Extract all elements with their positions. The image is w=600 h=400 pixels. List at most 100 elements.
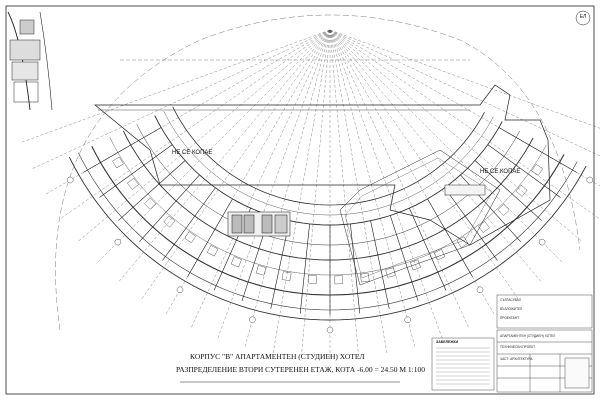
title-block (496, 329, 593, 393)
room (456, 236, 469, 248)
outer-dashed-arc (55, 14, 581, 331)
no-dig-label-right: НЕ СЕ КОПАЕ (480, 169, 521, 175)
radial-line (329, 29, 520, 301)
wing-wall (487, 144, 561, 198)
radial-line (19, 29, 331, 144)
room (334, 275, 344, 285)
wing-wall (389, 215, 419, 302)
arc (154, 115, 503, 226)
notes-box (431, 337, 495, 391)
sheet-title-line1: КОРПУС "В" АПАРТАМЕНТЕН (СТУДИЕН) ХОТЕЛ (190, 352, 365, 361)
wing-wall (444, 187, 498, 261)
room (144, 197, 157, 210)
arc (163, 111, 494, 216)
radial-line (329, 29, 600, 220)
axis-marker (114, 238, 122, 246)
radial-line (117, 29, 331, 283)
wing-wall (118, 160, 186, 221)
room (230, 256, 242, 268)
wing-wall (474, 160, 542, 221)
wing-wall (299, 223, 310, 314)
room (385, 267, 396, 278)
sheet-number-circle (575, 10, 591, 26)
title-block-part: ЧАСТ: АРХИТЕКТУРА (500, 357, 533, 361)
excavation-outline (94, 84, 551, 246)
axis-marker (249, 316, 256, 323)
radial-line (96, 29, 331, 264)
wing-wall (99, 144, 173, 198)
radial-line (329, 29, 600, 129)
room (434, 249, 446, 261)
wing-wall (350, 223, 361, 314)
radial-line (30, 29, 331, 170)
axis-marker (176, 286, 184, 294)
title-block-phase: ТЕХНИЧЕСКИ ПРОЕКТ (500, 345, 536, 349)
arc (122, 130, 534, 261)
arc (68, 156, 587, 321)
axis-marker (404, 316, 411, 323)
central-core (227, 211, 291, 237)
wing-wall (427, 198, 473, 277)
room (281, 271, 292, 282)
wing-wall (498, 127, 577, 173)
radial-line (140, 29, 331, 301)
arc (172, 106, 485, 206)
wing-wall (370, 220, 390, 309)
radial-line (59, 29, 331, 220)
radial-line (329, 29, 388, 356)
room (515, 184, 528, 197)
wing-wall (187, 198, 233, 277)
room (308, 274, 318, 284)
rooms (112, 156, 544, 285)
grid-axis-markers (66, 176, 594, 334)
no-dig-label-left: НЕ СЕ КОПАЕ (172, 150, 213, 156)
sheet-title-line2: РАЗПРЕДЕЛЕНИЕ ВТОРИ СУТЕРЕНЕН ЕТАЖ, КОТА… (176, 365, 425, 374)
title-block-project: АПАРТАМЕНТЕН (СТУДИЕН) ХОТЕЛ (500, 334, 556, 338)
room (531, 164, 544, 176)
radial-line (329, 29, 359, 359)
arc (91, 145, 565, 296)
radial-line (329, 29, 416, 349)
notes-heading: ЗАБЕЛЕЖКИ (436, 340, 459, 344)
room (184, 231, 196, 244)
room (410, 259, 421, 271)
room (112, 156, 124, 169)
stamp-designer: ПРОЕКТАНТ (500, 316, 520, 320)
radial-line (329, 29, 600, 157)
wing-wall (83, 127, 162, 173)
axis-marker (538, 238, 546, 246)
radial-line (329, 29, 583, 243)
arc (136, 124, 521, 246)
arc (109, 137, 547, 276)
radial-line (329, 29, 470, 330)
stamps-box (496, 294, 593, 329)
radial-line (329, 29, 564, 264)
radial-line (301, 29, 331, 359)
stamp-investor: ВЪЗЛОЖИТЕЛ (500, 307, 523, 311)
room (127, 178, 139, 190)
axis-marker (326, 326, 334, 334)
room (497, 203, 510, 216)
left-tower (7, 11, 53, 111)
arc (78, 152, 578, 311)
room (163, 215, 176, 228)
sheet-number: ЕЛ (579, 14, 587, 20)
room (206, 245, 219, 257)
room (255, 265, 267, 276)
stamp-approve: СЪГЛАСУВАЛ (500, 298, 521, 302)
wing-wall (162, 187, 216, 261)
notes-text-lines (436, 347, 490, 385)
axis-marker (476, 286, 484, 294)
axis-marker (586, 176, 594, 184)
radial-line (244, 29, 331, 349)
sheet-border (5, 5, 595, 395)
room (360, 272, 370, 283)
radial-line (272, 29, 331, 356)
wing-wall (409, 208, 447, 291)
radial-line (190, 29, 331, 330)
radial-line (77, 29, 331, 243)
axis-marker (66, 176, 74, 184)
radial-grid-lines (19, 29, 600, 360)
radial-line (329, 29, 543, 283)
